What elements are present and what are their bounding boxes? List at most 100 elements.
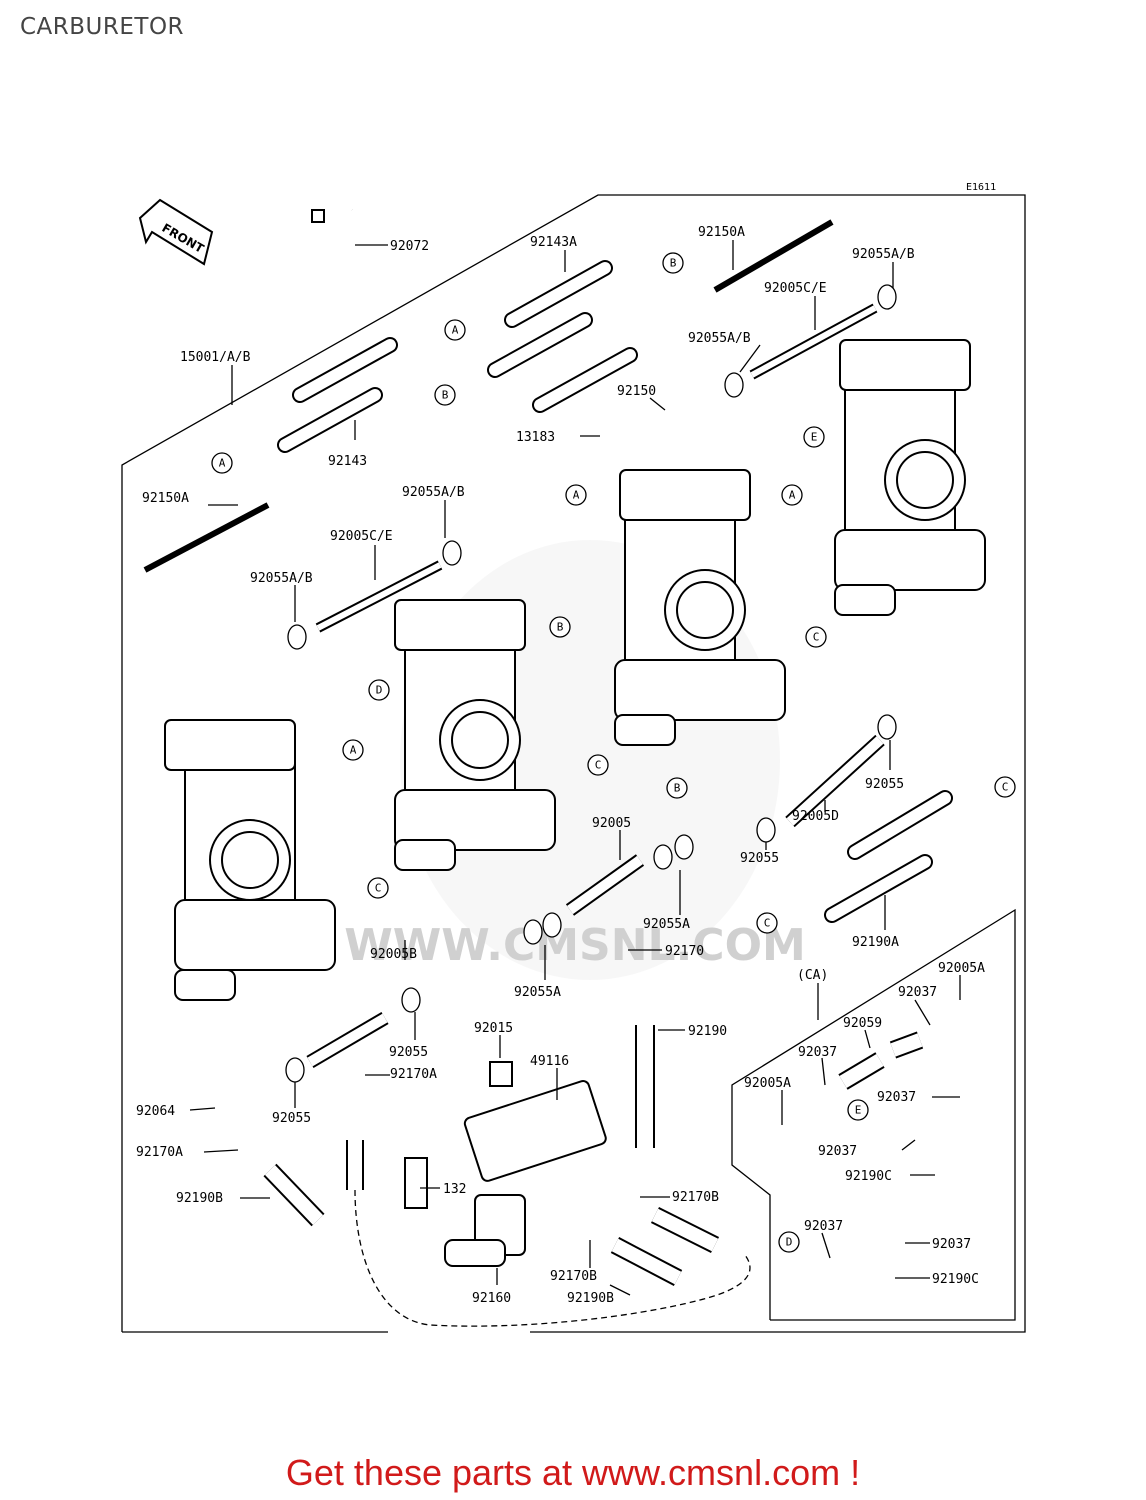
callout-marker: C (367, 877, 389, 899)
leader-lines (189, 240, 961, 1296)
part-label: 92037 (898, 985, 937, 1000)
part-label: 92190 (688, 1024, 727, 1039)
ca-subframe (731, 908, 1016, 1321)
svg-text:C: C (813, 631, 820, 644)
callout-marker: A (565, 484, 587, 506)
svg-text:B: B (670, 257, 677, 270)
part-label: 92005 (592, 816, 631, 831)
callout-marker: B (662, 252, 684, 274)
part-label: 92190B (176, 1191, 223, 1206)
part-label: 92055 (272, 1111, 311, 1126)
part-label: 92143 (328, 454, 367, 469)
callout-marker: A (444, 319, 466, 341)
part-label: 92005A (744, 1076, 791, 1091)
svg-text:B: B (442, 389, 449, 402)
part-label: 92055A (643, 917, 690, 932)
cable-tie-part (276, 209, 357, 312)
svg-text:B: B (557, 621, 564, 634)
svg-text:A: A (350, 744, 357, 757)
part-label: 92190B (567, 1291, 614, 1306)
o-rings (285, 284, 897, 1083)
footer-link[interactable]: Get these parts at www.cmsnl.com ! (285, 1452, 861, 1493)
part-label: 92055 (389, 1045, 428, 1060)
part-label: 92005C/E (764, 281, 827, 296)
callout-marker: E (803, 426, 825, 448)
callout-marker: C (756, 912, 778, 934)
part-label: 92005A (938, 961, 985, 976)
part-label: 92005D (792, 809, 839, 824)
part-labels: 92072 92143A 92150A 92055A/B 15001/A/B 9… (136, 225, 985, 1306)
part-label: 92190C (932, 1272, 979, 1287)
carburetor-body-3 (614, 469, 786, 746)
part-label: 92055A/B (250, 571, 313, 586)
callout-markers: A B E A B C D A B C C C C E D A A B (211, 252, 1016, 1253)
part-label: 92037 (932, 1237, 971, 1252)
carburetor-body-2 (394, 599, 556, 871)
svg-text:C: C (764, 917, 771, 930)
diagram-frame (121, 194, 1026, 1333)
part-label: 92170B (672, 1190, 719, 1205)
pipes-and-shafts (143, 219, 953, 1286)
part-label: (CA) (797, 968, 828, 983)
diagram-ref-code: E1611 (966, 182, 996, 193)
part-label: 92190A (852, 935, 899, 950)
part-label: 92037 (804, 1219, 843, 1234)
part-label: 15001/A/B (180, 350, 251, 365)
callout-marker: B (549, 616, 571, 638)
part-label: 92150 (617, 384, 656, 399)
part-label: 92055A/B (402, 485, 465, 500)
part-label: 92055 (740, 851, 779, 866)
part-label: 92005B (370, 947, 417, 962)
part-label: 92170A (136, 1145, 183, 1160)
part-label: 13183 (516, 430, 555, 445)
callout-marker: E (847, 1099, 869, 1121)
callout-marker: C (587, 754, 609, 776)
svg-text:E: E (855, 1104, 862, 1117)
watermark-text: WWW.CMSNL.COM (344, 920, 806, 971)
part-label: 92037 (798, 1045, 837, 1060)
part-label: 92064 (136, 1104, 175, 1119)
svg-text:D: D (376, 684, 383, 697)
part-label: 92170 (665, 944, 704, 959)
carburetor-body-4 (834, 339, 986, 616)
svg-text:C: C (375, 882, 382, 895)
front-arrow-icon: FRONT (138, 198, 214, 266)
part-label: 92059 (843, 1016, 882, 1031)
svg-text:A: A (452, 324, 459, 337)
wire-route (354, 1189, 751, 1327)
part-label: 92005C/E (330, 529, 393, 544)
part-label: 92150A (142, 491, 189, 506)
callout-marker: D (368, 679, 390, 701)
part-label: 92170B (550, 1269, 597, 1284)
callout-marker: C (994, 776, 1016, 798)
callout-marker: C (805, 626, 827, 648)
callout-marker: D (778, 1231, 800, 1253)
callout-marker: A (781, 484, 803, 506)
page-title: CARBURETOR (20, 14, 185, 40)
solenoid-valve-part (404, 1061, 607, 1267)
svg-text:B: B (674, 782, 681, 795)
part-label: 92037 (818, 1144, 857, 1159)
part-label: 92150A (698, 225, 745, 240)
part-label: 92037 (877, 1090, 916, 1105)
svg-text:E: E (811, 431, 818, 444)
svg-text:C: C (595, 759, 602, 772)
part-label: 92055A/B (688, 331, 751, 346)
callout-marker: B (666, 777, 688, 799)
svg-text:D: D (786, 1236, 793, 1249)
callout-marker: A (342, 739, 364, 761)
callout-marker: A (211, 452, 233, 474)
svg-text:A: A (219, 457, 226, 470)
part-label: 92055 (865, 777, 904, 792)
part-label: 92170A (390, 1067, 437, 1082)
part-label: 92143A (530, 235, 577, 250)
part-label: 92055A (514, 985, 561, 1000)
part-label: 92072 (390, 239, 429, 254)
part-label: 92015 (474, 1021, 513, 1036)
part-label: 132 (443, 1182, 466, 1197)
svg-text:A: A (573, 489, 580, 502)
part-label: 49116 (530, 1054, 569, 1069)
part-label: 92190C (845, 1169, 892, 1184)
part-label: 92055A/B (852, 247, 915, 262)
